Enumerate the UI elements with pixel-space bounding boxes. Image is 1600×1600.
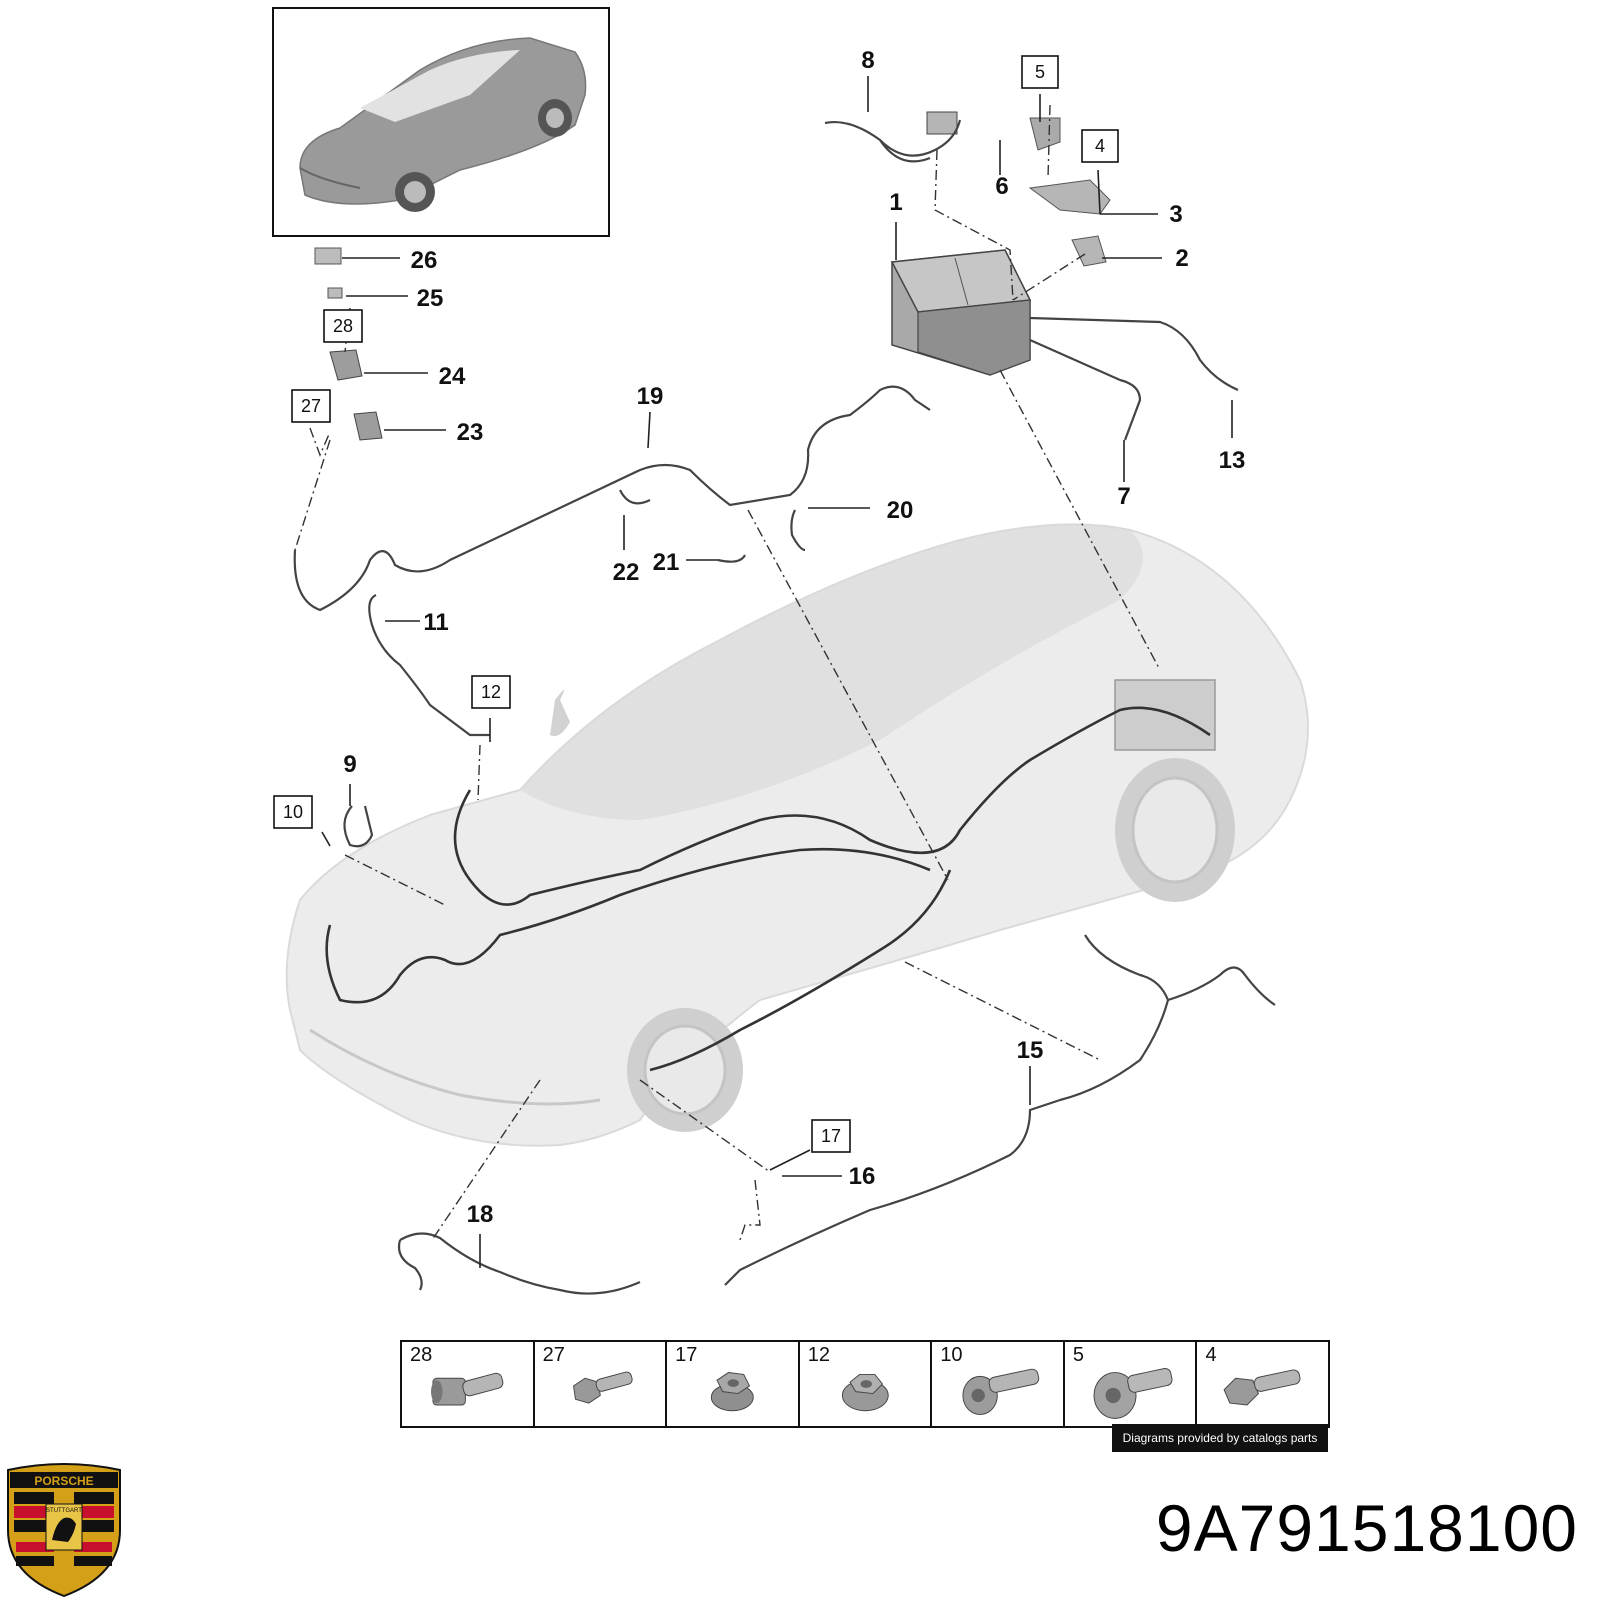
boxed-callout-5: 5 [1035,62,1045,82]
fastener-cell-4: 4 [1197,1342,1328,1426]
hex-flange-bolt-icon [572,1371,633,1404]
fastener-cell-12: 12 [800,1342,933,1426]
boxed-callout-28: 28 [333,316,353,336]
boxed-callout-17: 17 [821,1126,841,1146]
callout-16: 16 [849,1163,876,1190]
component-shapes [314,111,1111,441]
callout-11: 11 [423,609,448,636]
fastener-number: 10 [940,1344,963,1366]
torx-bolt-icon [962,1368,1040,1416]
hex-nut-icon [710,1372,754,1412]
fastener-number: 5 [1072,1344,1085,1366]
callout-7: 7 [1117,483,1130,510]
battery-part [890,249,1032,376]
torx-flange-bolt-icon [1093,1368,1173,1419]
callout-22: 22 [613,559,640,586]
reference-dash-lines [294,104,1161,1241]
fastener-number: 28 [410,1344,433,1366]
fastener-number: 27 [542,1344,565,1366]
boxed-callout-10: 10 [283,802,303,822]
fastener-table: 28 27 17 12 10 [400,1340,1330,1428]
part-number: 9A791518100 [1155,1491,1578,1565]
porsche-crest-logo: PORSCHE STUTTGART [7,1463,121,1598]
callout-26: 26 [411,247,438,274]
callout-6: 6 [995,173,1008,200]
callout-23: 23 [457,419,484,446]
callout-3: 3 [1169,201,1182,228]
fastener-cell-5: 5 [1065,1342,1198,1426]
boxed-callout-4: 4 [1095,136,1105,156]
callout-leaders [321,76,1233,1268]
callout-2: 2 [1175,245,1188,272]
callout-15: 15 [1017,1037,1044,1064]
logo-wordmark: PORSCHE [34,1474,93,1488]
flange-nut-icon [841,1373,889,1412]
callout-9: 9 [343,751,356,778]
fastener-number: 4 [1205,1344,1217,1366]
logo-city: STUTTGART [46,1508,82,1514]
hex-bolt-icon [1224,1369,1301,1406]
boxed-callout-12: 12 [481,682,501,702]
callout-24: 24 [439,363,466,390]
main-car-illustration [285,523,1309,1147]
callout-18: 18 [467,1201,494,1228]
fastener-cell-27: 27 [535,1342,668,1426]
callout-25: 25 [417,285,444,312]
callout-1: 1 [889,189,902,216]
callout-13: 13 [1219,447,1246,474]
wiring-harnesses [293,119,1276,1295]
fastener-cell-17: 17 [667,1342,800,1426]
hex-socket-bolt-icon [431,1372,504,1406]
fastener-number: 12 [807,1344,830,1366]
fastener-number: 17 [675,1344,698,1366]
callout-19: 19 [637,383,664,410]
callout-20: 20 [887,497,914,524]
vehicle-overview-inset [272,7,610,237]
boxed-callout-27: 27 [301,396,321,416]
callout-labels: 1 2 3 6 7 8 9 11 13 15 16 18 19 20 21 22… [343,47,1245,1228]
fastener-cell-28: 28 [402,1342,535,1426]
callout-8: 8 [861,47,874,74]
boxed-callout-labels: 4 5 10 12 17 27 28 [273,55,1119,1153]
credit-banner: Diagrams provided by catalogs parts [1112,1424,1328,1452]
callout-21: 21 [653,549,680,576]
fastener-cell-10: 10 [932,1342,1065,1426]
